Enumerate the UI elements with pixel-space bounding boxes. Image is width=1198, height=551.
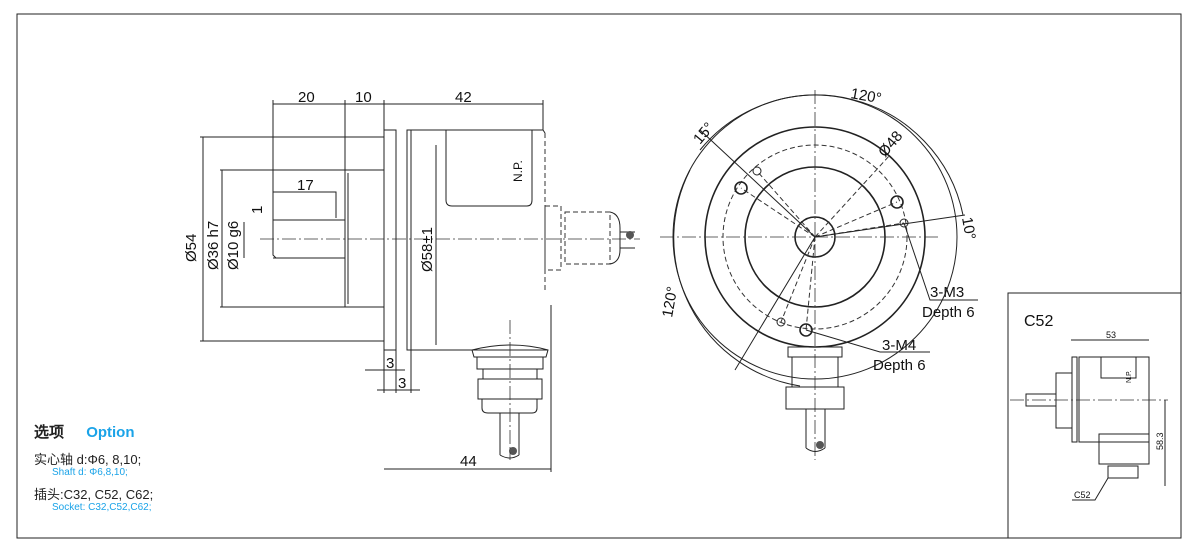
leader-lines bbox=[805, 222, 978, 353]
dim-d36: Ø36 h7 bbox=[205, 221, 222, 270]
inset-connector-label: C52 bbox=[1074, 490, 1091, 500]
dim-20: 20 bbox=[298, 89, 315, 106]
angle-120-top: 120° bbox=[849, 85, 883, 107]
dim-1: 1 bbox=[249, 206, 266, 214]
hub bbox=[220, 169, 384, 308]
options-title-cn: 选项 bbox=[34, 424, 65, 441]
dim-44: 44 bbox=[460, 453, 477, 470]
shaft-option-cn: 实心轴 d:Φ6, 8,10; bbox=[34, 452, 142, 467]
m4-holes bbox=[734, 181, 904, 337]
side-view: 20 10 42 17 1 Ø54 Ø36 h7 Ø10 g6 Ø58±1 N.… bbox=[183, 89, 640, 472]
m3-holes bbox=[752, 166, 909, 327]
m3-depth: Depth 6 bbox=[922, 304, 975, 321]
angle-arc-top bbox=[699, 94, 964, 216]
m3-label: 3-M3 bbox=[930, 284, 964, 301]
hole-lines bbox=[740, 154, 905, 331]
nameplate-label: N.P. bbox=[511, 160, 525, 182]
angle-120-left: 120° bbox=[659, 285, 681, 319]
dim-d58: Ø58±1 bbox=[419, 227, 436, 272]
m4-label: 3-M4 bbox=[882, 337, 916, 354]
shaft bbox=[272, 219, 345, 259]
angle-15: 15° bbox=[690, 119, 718, 147]
cable-section bbox=[509, 447, 517, 455]
socket-option-en: Socket: C32,C52,C62; bbox=[52, 502, 152, 513]
dim-53: 53 bbox=[1106, 330, 1116, 340]
flange-extension bbox=[200, 136, 384, 342]
inset-title: C52 bbox=[1024, 313, 1053, 330]
shaft-option-en: Shaft d: Φ6,8,10; bbox=[52, 467, 128, 478]
front-view: 120° 120° 15° 10° Ø48 3-M3 Depth 6 3-M4 … bbox=[659, 85, 979, 460]
nameplate bbox=[445, 130, 533, 207]
angle-lines bbox=[699, 129, 966, 371]
dim-10: 10 bbox=[355, 89, 372, 106]
frame-border bbox=[16, 13, 1182, 539]
dim-58-3: 58.3 bbox=[1155, 432, 1165, 450]
options-title-en: Option bbox=[86, 424, 135, 441]
angle-10: 10° bbox=[958, 216, 979, 241]
dia-48: Ø48 bbox=[875, 128, 906, 161]
socket-option-cn: 插头:C32, C52, C62; bbox=[34, 487, 154, 502]
dim-d10: Ø10 g6 bbox=[225, 221, 242, 270]
inset-c52: C52 53 N.P. 58.3 C52 bbox=[1010, 313, 1168, 501]
bottom-connector bbox=[471, 320, 549, 460]
flange-ring bbox=[406, 129, 412, 351]
dim-42: 42 bbox=[455, 89, 472, 106]
extension-lines bbox=[272, 100, 544, 220]
dim-d54: Ø54 bbox=[183, 234, 200, 262]
dim-3a: 3 bbox=[386, 355, 394, 372]
dim-3b: 3 bbox=[398, 375, 406, 392]
front-connector bbox=[785, 346, 845, 452]
m4-depth: Depth 6 bbox=[873, 357, 926, 374]
inset-border bbox=[1007, 292, 1182, 539]
rear-connector bbox=[544, 205, 635, 271]
cable-section bbox=[626, 231, 634, 239]
inset-np: N.P. bbox=[1126, 370, 1133, 383]
options-title: 选项 Option bbox=[34, 421, 135, 442]
dimension-lines bbox=[202, 137, 337, 341]
flange bbox=[383, 129, 397, 351]
dimension-lines-2 bbox=[365, 145, 551, 470]
dim-17: 17 bbox=[297, 177, 314, 194]
angle-arc-left bbox=[673, 169, 801, 387]
